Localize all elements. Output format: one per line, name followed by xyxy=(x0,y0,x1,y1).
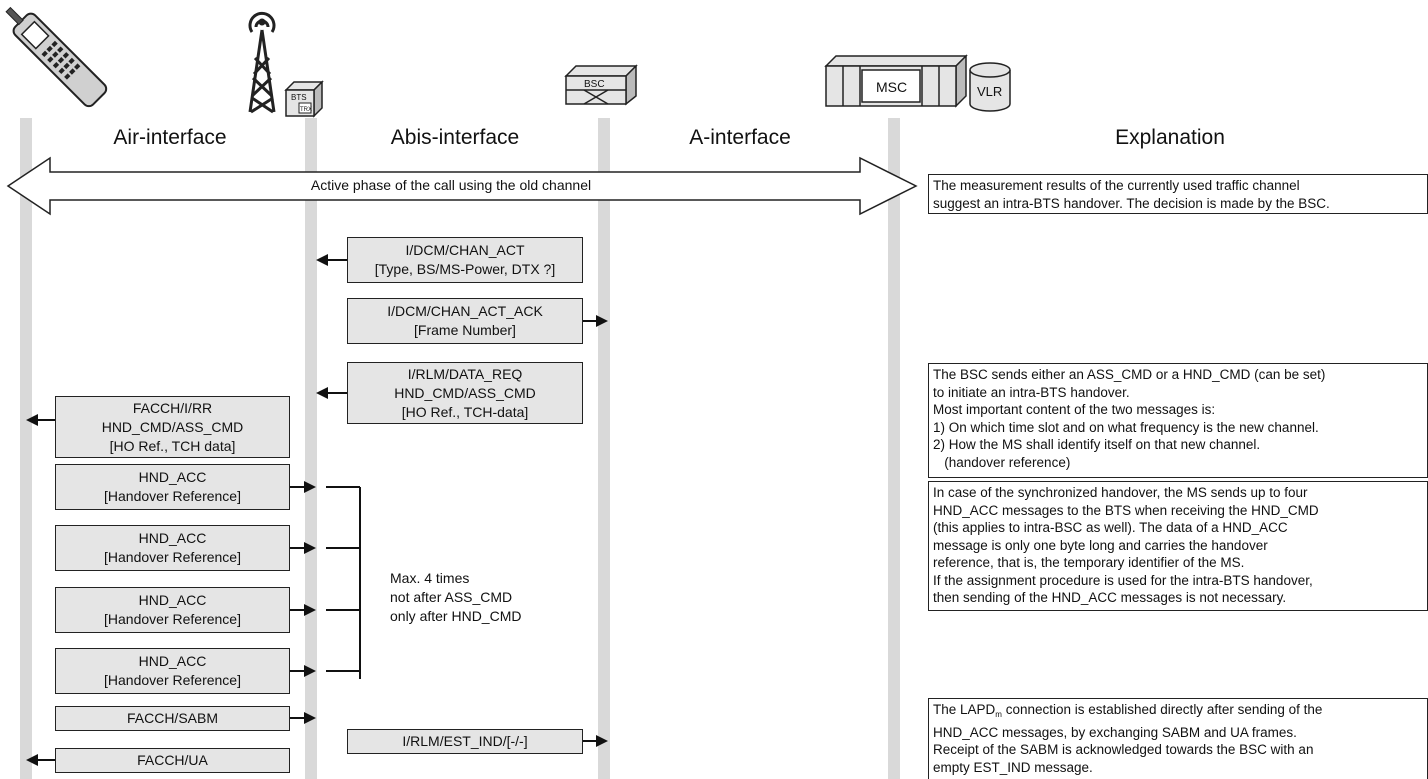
msg-line: I/DCM/CHAN_ACT xyxy=(405,242,525,258)
msg-line: I/RLM/DATA_REQ xyxy=(407,365,523,382)
msg-line: FACCH/SABM xyxy=(126,710,218,726)
msg-hnd-acc-2: HND_ACC [Handover Reference] xyxy=(55,525,290,571)
msg-hnd-acc-3: HND_ACC [Handover Reference] xyxy=(55,587,290,633)
msg-line: [Handover Reference] xyxy=(104,672,241,688)
msg-chan-act-ack: I/DCM/CHAN_ACT_ACK [Frame Number] xyxy=(347,298,583,344)
a-lane-right xyxy=(888,118,900,779)
msg-hnd-acc-1: HND_ACC [Handover Reference] xyxy=(55,464,290,510)
bsc-label: BSC xyxy=(584,79,605,90)
antenna-tower-icon xyxy=(248,11,276,114)
header-a-interface: A-interface xyxy=(689,126,791,149)
air-lane-left xyxy=(20,118,32,779)
note-line: not after ASS_CMD xyxy=(390,589,513,605)
msg-line: [Handover Reference] xyxy=(104,488,241,504)
msg-line: HND_ACC xyxy=(138,530,207,546)
expl-line-first: The LAPDm connection is established dire… xyxy=(933,701,1423,724)
expl-line: The BSC sends either an ASS_CMD or a HND… xyxy=(933,367,1326,382)
msg-chan-act: I/DCM/CHAN_ACT [Type, BS/MS-Power, DTX ?… xyxy=(347,237,583,283)
msg-hnd-acc-4: HND_ACC [Handover Reference] xyxy=(55,648,290,694)
msg-line: HND_ACC xyxy=(138,469,207,485)
msg-est-ind: I/RLM/EST_IND/[-/-] xyxy=(347,729,583,754)
msg-line: [Handover Reference] xyxy=(104,611,241,627)
msg-facch-rr: FACCH/I/RR HND_CMD/ASS_CMD [HO Ref., TCH… xyxy=(55,396,290,458)
expl-line: then sending of the HND_ACC messages is … xyxy=(933,590,1287,605)
explanation-box-3: In case of the synchronized handover, th… xyxy=(928,481,1428,611)
expl-line: (handover reference) xyxy=(933,454,1071,470)
expl-line: reference, that is, the temporary identi… xyxy=(933,555,1245,570)
vlr-label: VLR xyxy=(977,84,1002,99)
msc-label: MSC xyxy=(876,79,907,95)
explanation-box-4: The LAPDm connection is established dire… xyxy=(928,698,1428,779)
msg-data-req: I/RLM/DATA_REQ HND_CMD/ASS_CMD [HO Ref.,… xyxy=(347,362,583,424)
msg-line: HND_CMD/ASS_CMD xyxy=(394,384,536,401)
expl-line: (this applies to intra-BSC as well). The… xyxy=(933,520,1288,535)
msg-line: FACCH/I/RR xyxy=(132,399,213,416)
msg-line: HND_ACC xyxy=(138,592,207,608)
expl-line: The measurement results of the currently… xyxy=(933,178,1300,193)
explanation-box-1: The measurement results of the currently… xyxy=(928,174,1428,214)
bsc-box-icon xyxy=(564,64,638,106)
bts-box-icon xyxy=(284,80,324,118)
msg-facch-ua: FACCH/UA xyxy=(55,748,290,773)
msg-line: [Type, BS/MS-Power, DTX ?] xyxy=(374,261,556,277)
msg-facch-sabm: FACCH/SABM xyxy=(55,706,290,731)
header-air-interface: Air-interface xyxy=(113,126,227,149)
expl-line: message is only one byte long and carrie… xyxy=(933,537,1268,553)
expl-line: If the assignment procedure is used for … xyxy=(933,572,1313,588)
vlr-database-icon xyxy=(969,62,1011,112)
mobile-phone-icon xyxy=(5,6,108,108)
msg-line: I/DCM/CHAN_ACT_ACK xyxy=(387,303,543,319)
msg-line: HND_CMD/ASS_CMD xyxy=(101,418,244,435)
explanation-box-2: The BSC sends either an ASS_CMD or a HND… xyxy=(928,363,1428,478)
header-abis-interface: Abis-interface xyxy=(390,126,520,149)
abis-lane-right xyxy=(598,118,610,779)
expl-line: HND_ACC messages, by exchanging SABM and… xyxy=(933,724,1297,740)
note-line: Max. 4 times xyxy=(390,570,470,586)
bts-label: BTS xyxy=(291,93,307,102)
header-explanation: Explanation xyxy=(1115,126,1225,149)
expl-line: to initiate an intra-BTS handover. xyxy=(933,384,1130,400)
expl-line: Most important content of the two messag… xyxy=(933,402,1216,417)
expl-text: connection is established directly after… xyxy=(1001,702,1323,717)
expl-line: HND_ACC messages to the BTS when receivi… xyxy=(933,502,1319,518)
active-phase-double-arrow xyxy=(6,156,918,216)
msc-box-icon xyxy=(824,54,968,108)
expl-line: empty EST_IND message. xyxy=(933,759,1093,775)
expl-text: The LAPD xyxy=(933,702,996,717)
trx-label: TRX xyxy=(300,107,312,113)
message-arrows xyxy=(26,254,608,766)
expl-subscript: m xyxy=(995,710,1002,719)
note-line: only after HND_CMD xyxy=(390,608,522,624)
msg-line: [Handover Reference] xyxy=(104,549,241,565)
expl-line: 2) How the MS shall identify itself on t… xyxy=(933,437,1261,452)
repeat-bracket xyxy=(326,486,361,679)
msg-line: [HO Ref., TCH data] xyxy=(109,437,236,454)
repeat-note: Max. 4 times not after ASS_CMD only afte… xyxy=(390,569,521,626)
msg-line: [HO Ref., TCH-data] xyxy=(401,403,529,420)
expl-line: 1) On which time slot and on what freque… xyxy=(933,419,1319,435)
msg-line: [Frame Number] xyxy=(414,322,516,338)
msg-line: HND_ACC xyxy=(138,653,207,669)
msg-line: FACCH/UA xyxy=(137,752,208,768)
expl-line: In case of the synchronized handover, th… xyxy=(933,485,1308,500)
expl-line: suggest an intra-BTS handover. The decis… xyxy=(933,195,1330,211)
msg-line: I/RLM/EST_IND/[-/-] xyxy=(402,733,528,749)
expl-line: Receipt of the SABM is acknowledged towa… xyxy=(933,742,1314,757)
active-phase-label: Active phase of the call using the old c… xyxy=(310,177,592,193)
